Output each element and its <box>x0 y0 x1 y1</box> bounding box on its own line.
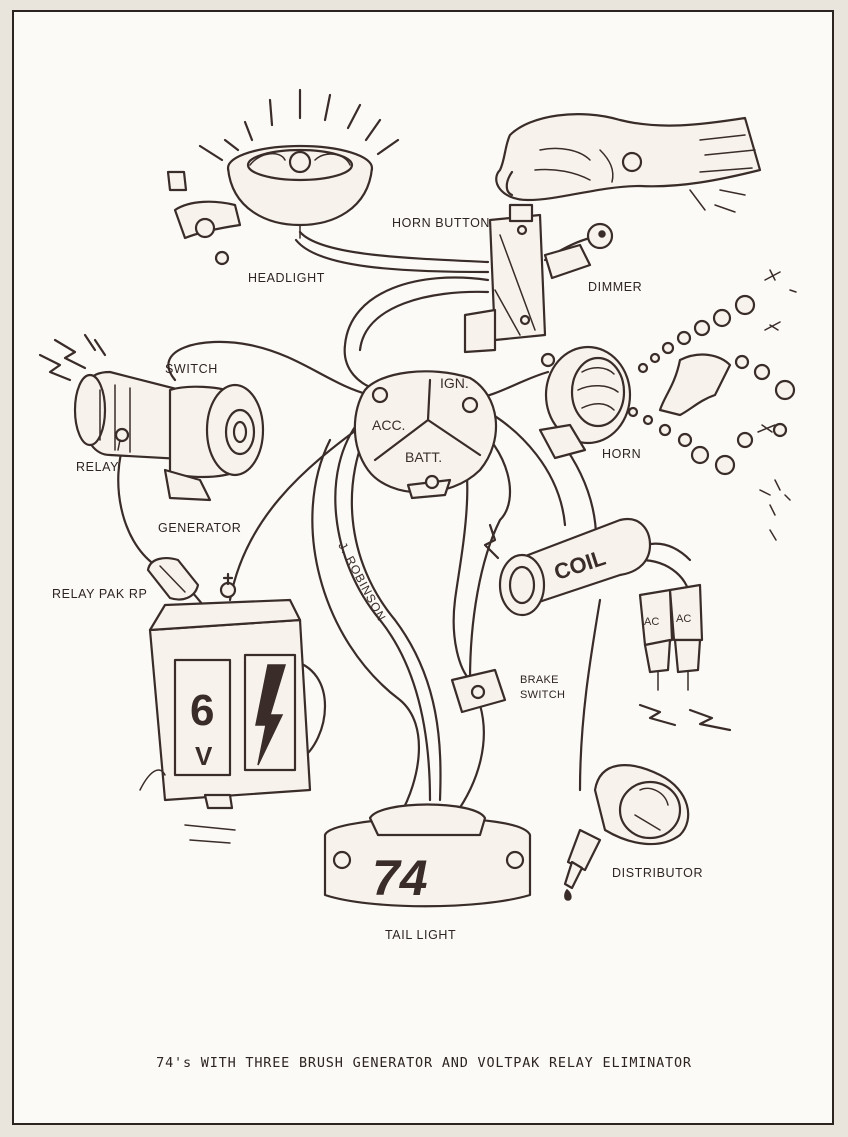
relay-pak <box>146 557 200 601</box>
headlight <box>166 88 400 266</box>
headlight-label: HEADLIGHT <box>248 271 325 285</box>
diagram-caption: 74's WITH THREE BRUSH GENERATOR AND VOLT… <box>156 1055 692 1071</box>
ign-label: IGN. <box>440 375 469 391</box>
horn-sound-bubbles <box>627 269 797 541</box>
distributor-label: DISTRIBUTOR <box>612 866 704 880</box>
switch-label: SWITCH <box>165 362 218 376</box>
tail-light: 74 <box>323 803 532 908</box>
battery-v: V <box>195 741 213 771</box>
ignition-switch: IGN. ACC. BATT. <box>353 370 498 500</box>
spark-plug-label-2: AC <box>676 613 691 625</box>
battery-number: 6 <box>190 686 214 735</box>
battery: 6 V <box>139 572 312 844</box>
horn-label: HORN <box>602 447 642 461</box>
relay-label: RELAY <box>76 460 120 474</box>
generator-assembly <box>38 333 265 502</box>
acc-label: ACC. <box>372 417 405 433</box>
brake-switch <box>450 523 507 714</box>
tail-light-label: TAIL LIGHT <box>385 928 457 942</box>
coil: COIL AC AC <box>498 517 732 732</box>
spark-plug-label-1: AC <box>644 616 659 628</box>
generator-label: GENERATOR <box>158 521 242 535</box>
brake-switch-label: BRAKE SWITCH <box>520 674 566 701</box>
hand-illustration <box>495 113 762 213</box>
batt-label: BATT. <box>405 449 442 465</box>
horn <box>538 345 632 460</box>
relay-pak-label: RELAY PAK RP <box>52 587 148 601</box>
distributor <box>563 764 690 901</box>
dimmer-label: DIMMER <box>588 280 643 294</box>
horn-button-label: HORN BUTTON <box>392 216 491 230</box>
horn-button-assembly <box>463 203 614 354</box>
wire-lettering: J. ROBINSON <box>335 540 389 624</box>
tail-light-number: 74 <box>372 850 428 906</box>
